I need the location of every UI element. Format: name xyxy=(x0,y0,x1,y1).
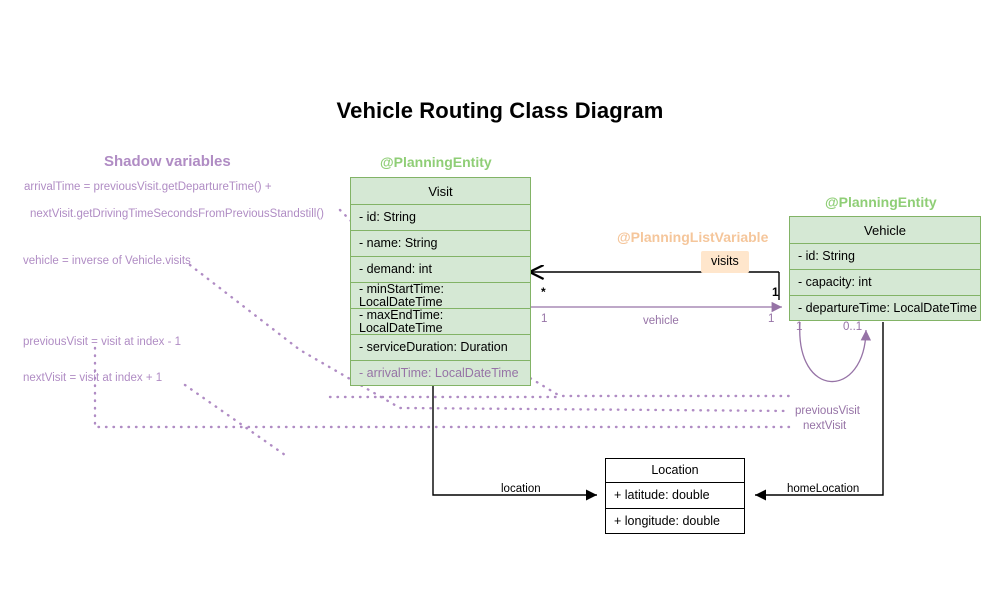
class-location-attribute: + latitude: double xyxy=(605,482,745,508)
legend-line: nextVisit.getDrivingTimeSecondsFromPrevi… xyxy=(30,208,324,220)
edge-label-location: location xyxy=(501,483,541,495)
legend-line: arrivalTime = previousVisit.getDeparture… xyxy=(24,181,272,193)
class-visit: Visit - id: String - name: String - dema… xyxy=(350,177,531,386)
legend-title: Shadow variables xyxy=(104,153,231,170)
class-visit-attribute: - demand: int xyxy=(350,256,531,282)
class-visit-attribute: - serviceDuration: Duration xyxy=(350,334,531,360)
class-visit-shadow-attribute: - arrivalTime: LocalDateTime xyxy=(350,360,531,386)
class-vehicle-attribute: - departureTime: LocalDateTime xyxy=(789,295,981,321)
class-location-attribute: + longitude: double xyxy=(605,508,745,534)
multiplicity-previous-visit: 1 xyxy=(796,321,803,333)
class-location-name: Location xyxy=(605,458,745,482)
stereotype-planning-list-variable: @PlanningListVariable xyxy=(617,229,769,245)
edge-location xyxy=(432,383,597,501)
edge-label-visits[interactable]: visits xyxy=(701,251,749,273)
multiplicity-vehicle-source: 1 xyxy=(541,313,548,325)
edge-label-previous-visit: previousVisit xyxy=(795,405,860,417)
edge-label-home-location: homeLocation xyxy=(787,483,860,495)
legend-line: previousVisit = visit at index - 1 xyxy=(23,336,181,348)
class-vehicle-attribute: - id: String xyxy=(789,243,981,269)
multiplicity-vehicle-target: 1 xyxy=(768,313,775,325)
class-visit-attribute: - name: String xyxy=(350,230,531,256)
class-vehicle: Vehicle - id: String - capacity: int - d… xyxy=(789,216,981,321)
page-title: Vehicle Routing Class Diagram xyxy=(336,98,664,123)
edge-label-vehicle: vehicle xyxy=(643,315,679,327)
multiplicity-visits-target: * xyxy=(541,285,546,299)
multiplicity-next-visit: 0..1 xyxy=(843,321,863,333)
edge-label-next-visit: nextVisit xyxy=(803,420,847,432)
stereotype-vehicle: @PlanningEntity xyxy=(825,194,937,210)
legend-line: vehicle = inverse of Vehicle.visits xyxy=(23,255,191,267)
multiplicity-visits-source: 1 xyxy=(772,285,779,299)
legend-line: nextVisit = visit at index + 1 xyxy=(23,372,163,384)
class-visit-attribute: - maxEndTime: LocalDateTime xyxy=(350,308,531,334)
class-location: Location + latitude: double + longitude:… xyxy=(605,458,745,534)
class-visit-name: Visit xyxy=(350,177,531,204)
stereotype-visit: @PlanningEntity xyxy=(380,154,492,170)
class-vehicle-name: Vehicle xyxy=(789,216,981,243)
class-visit-attribute: - id: String xyxy=(350,204,531,230)
class-vehicle-attribute: - capacity: int xyxy=(789,269,981,295)
edge-visits xyxy=(531,272,780,300)
class-visit-attribute: - minStartTime: LocalDateTime xyxy=(350,282,531,308)
